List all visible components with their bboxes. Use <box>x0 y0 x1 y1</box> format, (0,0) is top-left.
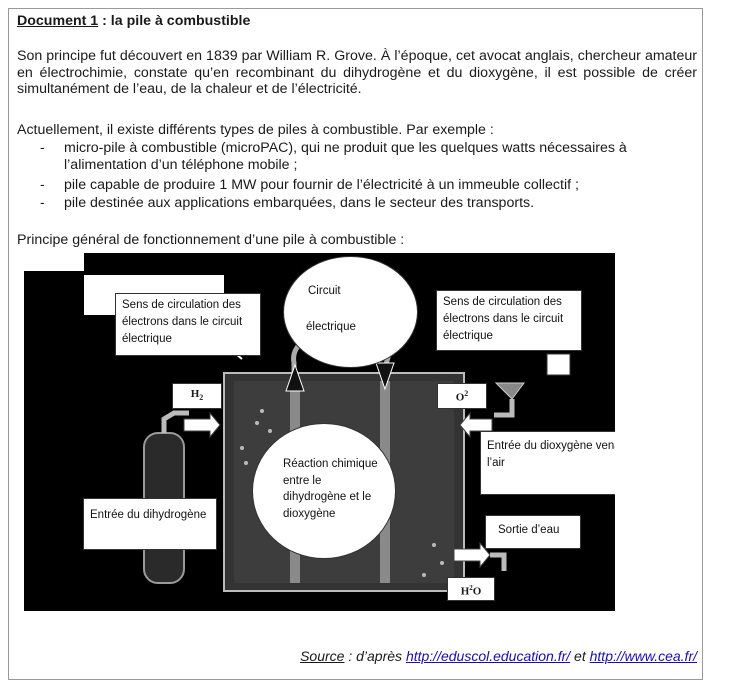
title-label: Document 1 <box>17 13 99 29</box>
eduscol-link[interactable]: http://eduscol.education.fr/ <box>405 648 571 664</box>
source-middle: : d’après <box>344 648 406 664</box>
corner-notch <box>24 253 84 271</box>
circuit-word2: électrique <box>306 321 356 333</box>
o2-label: O2 <box>437 383 487 409</box>
fuel-cell-diagram: Sens de circulation des électrons dans l… <box>24 253 615 611</box>
o2-pipe <box>494 399 515 418</box>
paragraph-history: Son principe fut découvert en 1839 par W… <box>17 48 697 98</box>
cea-link[interactable]: http://www.cea.fr/ <box>589 648 697 664</box>
paragraph-types: Actuellement, il existe différents types… <box>17 122 494 138</box>
small-white-box <box>546 353 571 376</box>
water-pipe <box>490 552 507 571</box>
diagram-caption: Principe général de fonctionnement d’une… <box>17 232 405 248</box>
reaction-line: entre le <box>283 474 322 487</box>
o2-funnel <box>494 382 525 400</box>
source-label: Source <box>300 648 345 664</box>
reaction-line: dihydrogène et le <box>283 491 372 503</box>
circuit-word1: Circuit <box>308 285 341 297</box>
h2-label: H2 <box>172 383 222 409</box>
source-line: Source : d’après http://eduscol.educatio… <box>300 648 697 664</box>
arrow-down <box>375 362 395 391</box>
entree-h2-box: Entrée du dihydrogène <box>83 498 217 550</box>
h2-inlet-arrow <box>183 411 221 439</box>
reaction-ellipse: Réaction chimique entre le dihydrogène e… <box>252 423 396 559</box>
circuit-ellipse: Circuit électrique <box>283 256 418 368</box>
sens-left-box: Sens de circulation des électrons dans l… <box>115 293 261 356</box>
sortie-eau-box: Sortie d’eau <box>485 515 581 549</box>
reaction-line: Réaction chimique <box>283 458 378 470</box>
document-frame <box>8 8 703 680</box>
h2o-label: H2O <box>447 577 495 601</box>
entree-o2-box: Entrée du dioxygène venant de l’air <box>480 431 615 495</box>
h2-pipe <box>161 410 189 433</box>
title-rest: : la pile à combustible <box>98 13 251 29</box>
sens-right-box: Sens de circulation des électrons dans l… <box>436 290 582 351</box>
water-outlet-arrow <box>453 541 491 569</box>
source-sep: et <box>570 648 590 664</box>
document-title: Document 1 : la pile à combustible <box>17 13 697 30</box>
reaction-line: dioxygène <box>283 507 336 520</box>
arrow-up <box>285 363 305 392</box>
